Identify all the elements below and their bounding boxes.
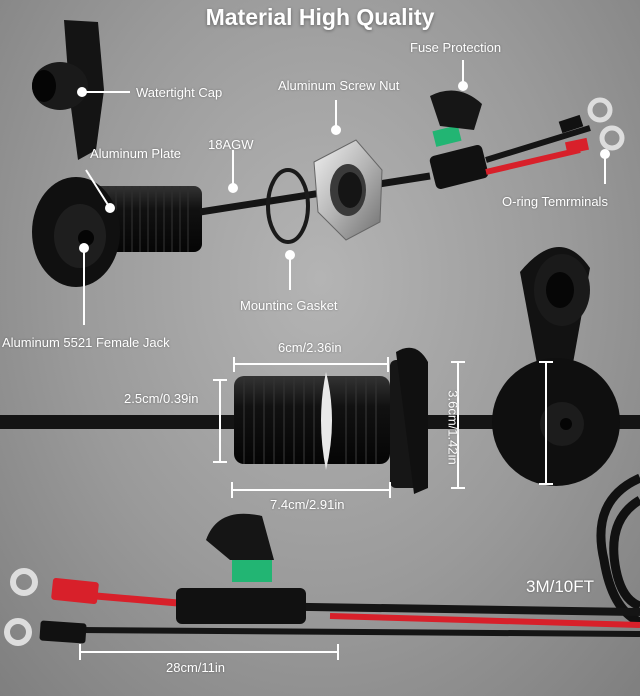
page-title: Material High Quality bbox=[205, 4, 435, 30]
label-o-ring-terminals: O-ring Temrminals bbox=[502, 194, 608, 209]
label-gasket: Mountinc Gasket bbox=[240, 298, 338, 313]
front-view bbox=[492, 246, 640, 627]
fuse-holder-top bbox=[429, 90, 625, 189]
screw-nut bbox=[313, 139, 383, 241]
dim-body-length: 6cm/2.36in bbox=[278, 340, 342, 355]
dim-plate-diameter: 3.6cm/1.42in bbox=[445, 390, 461, 465]
aluminum-plate-jack bbox=[32, 177, 202, 287]
fuse-lead-assembly bbox=[4, 513, 640, 660]
dim-body-diameter: 2.5cm/0.39in bbox=[124, 391, 199, 406]
gasket-ring bbox=[266, 168, 310, 244]
label-aluminum-plate: Aluminum Plate bbox=[90, 146, 182, 161]
dim-total-length: 7.4cm/2.91in bbox=[270, 497, 345, 512]
label-female-jack: Aluminum 5521 Female Jack bbox=[2, 335, 170, 350]
label-wire-gauge: 18AGW bbox=[208, 137, 254, 152]
dim-lead-length: 28cm/11in bbox=[166, 660, 226, 675]
label-fuse-protection: Fuse Protection bbox=[410, 40, 502, 55]
label-screw-nut: Aluminum Screw Nut bbox=[278, 78, 400, 93]
watertight-cap bbox=[32, 20, 104, 160]
dimension-view bbox=[0, 347, 640, 498]
dim-cable-length: 3M/10FT bbox=[526, 577, 595, 596]
label-watertight-cap: Watertight Cap bbox=[136, 85, 223, 100]
